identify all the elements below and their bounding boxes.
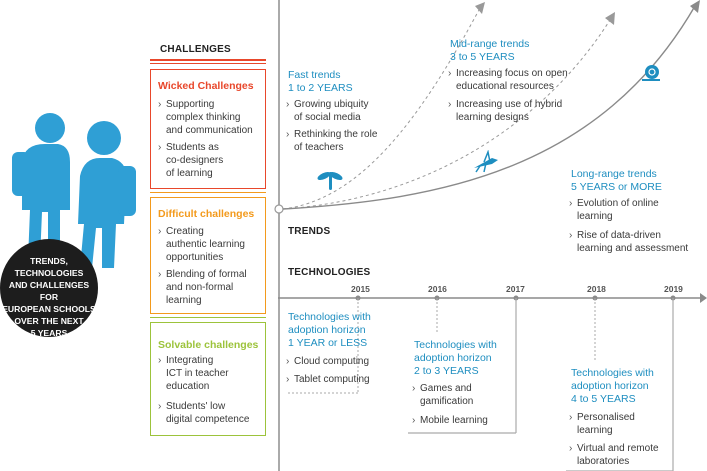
trend-item: Increasing use of hybrid learning design… <box>448 98 562 124</box>
solvable-challenges-box: Solvable challenges Integrating ICT in t… <box>150 322 266 436</box>
divider <box>150 317 266 318</box>
wicked-challenges-box: Wicked Challenges Supporting complex thi… <box>150 69 266 189</box>
technologies-heading: TECHNOLOGIES <box>288 267 371 278</box>
divider <box>150 192 266 193</box>
tech-horizon-1-title: Technologies with adoption horizon 1 YEA… <box>288 311 371 349</box>
technology-item: Personalised learning <box>569 411 635 437</box>
dragonfly-icon <box>317 171 343 190</box>
trend-item: Rise of data-driven learning and assessm… <box>569 229 688 255</box>
technology-item: Mobile learning <box>412 414 488 427</box>
difficult-challenges-box: Difficult challenges Creating authentic … <box>150 197 266 314</box>
challenges-top-rule-2 <box>150 63 266 64</box>
challenge-item: Supporting complex thinking and communic… <box>158 98 253 137</box>
year-label: 2017 <box>506 284 525 294</box>
fast-trends-title: Fast trends 1 to 2 YEARS <box>288 69 353 94</box>
technology-item: Cloud computing <box>286 355 369 368</box>
long-range-trends-title: Long-range trends 5 YEARS or MORE <box>571 168 662 193</box>
year-label: 2019 <box>664 284 683 294</box>
solvable-challenges-title: Solvable challenges <box>158 339 259 351</box>
tech-horizon-3-title: Technologies with adoption horizon 4 to … <box>571 367 654 405</box>
technology-item: Tablet computing <box>286 373 370 386</box>
technology-item: Virtual and remote laboratories <box>569 442 658 468</box>
trend-item: Increasing focus on open educational res… <box>448 67 568 93</box>
challenge-item: Students' low digital competence <box>158 400 249 426</box>
grasshopper-icon <box>474 150 498 173</box>
trend-item: Evolution of online learning <box>569 197 659 223</box>
year-label: 2018 <box>587 284 606 294</box>
trend-item: Growing ubiquity of social media <box>286 98 369 124</box>
tech-horizon-2-title: Technologies with adoption horizon 2 to … <box>414 339 497 377</box>
children-figures-illustration <box>12 113 136 268</box>
emblem-title: TRENDS, TECHNOLOGIES AND CHALLENGES FOR … <box>2 256 96 338</box>
challenges-top-rule <box>150 59 266 61</box>
snail-icon <box>642 65 660 81</box>
technology-timeline <box>278 293 707 471</box>
vertical-axis-line <box>278 0 280 471</box>
challenge-item: Students as co-designers of learning <box>158 141 223 180</box>
difficult-challenges-title: Difficult challenges <box>158 208 255 220</box>
emblem-circle <box>0 239 98 337</box>
challenge-item: Integrating ICT in teacher education <box>158 354 229 393</box>
year-label: 2016 <box>428 284 447 294</box>
trend-item: Rethinking the role of teachers <box>286 128 377 154</box>
mid-range-trends-title: Mid-range trends 3 to 5 YEARS <box>450 38 530 63</box>
challenge-item: Creating authentic learning opportunitie… <box>158 225 245 264</box>
trends-heading: TRENDS <box>288 226 331 237</box>
challenges-heading: CHALLENGES <box>160 44 231 55</box>
wicked-challenges-title: Wicked Challenges <box>158 80 254 92</box>
year-label: 2015 <box>351 284 370 294</box>
challenge-item: Blending of formal and non-formal learni… <box>158 268 247 307</box>
technology-item: Games and gamification <box>412 382 473 408</box>
